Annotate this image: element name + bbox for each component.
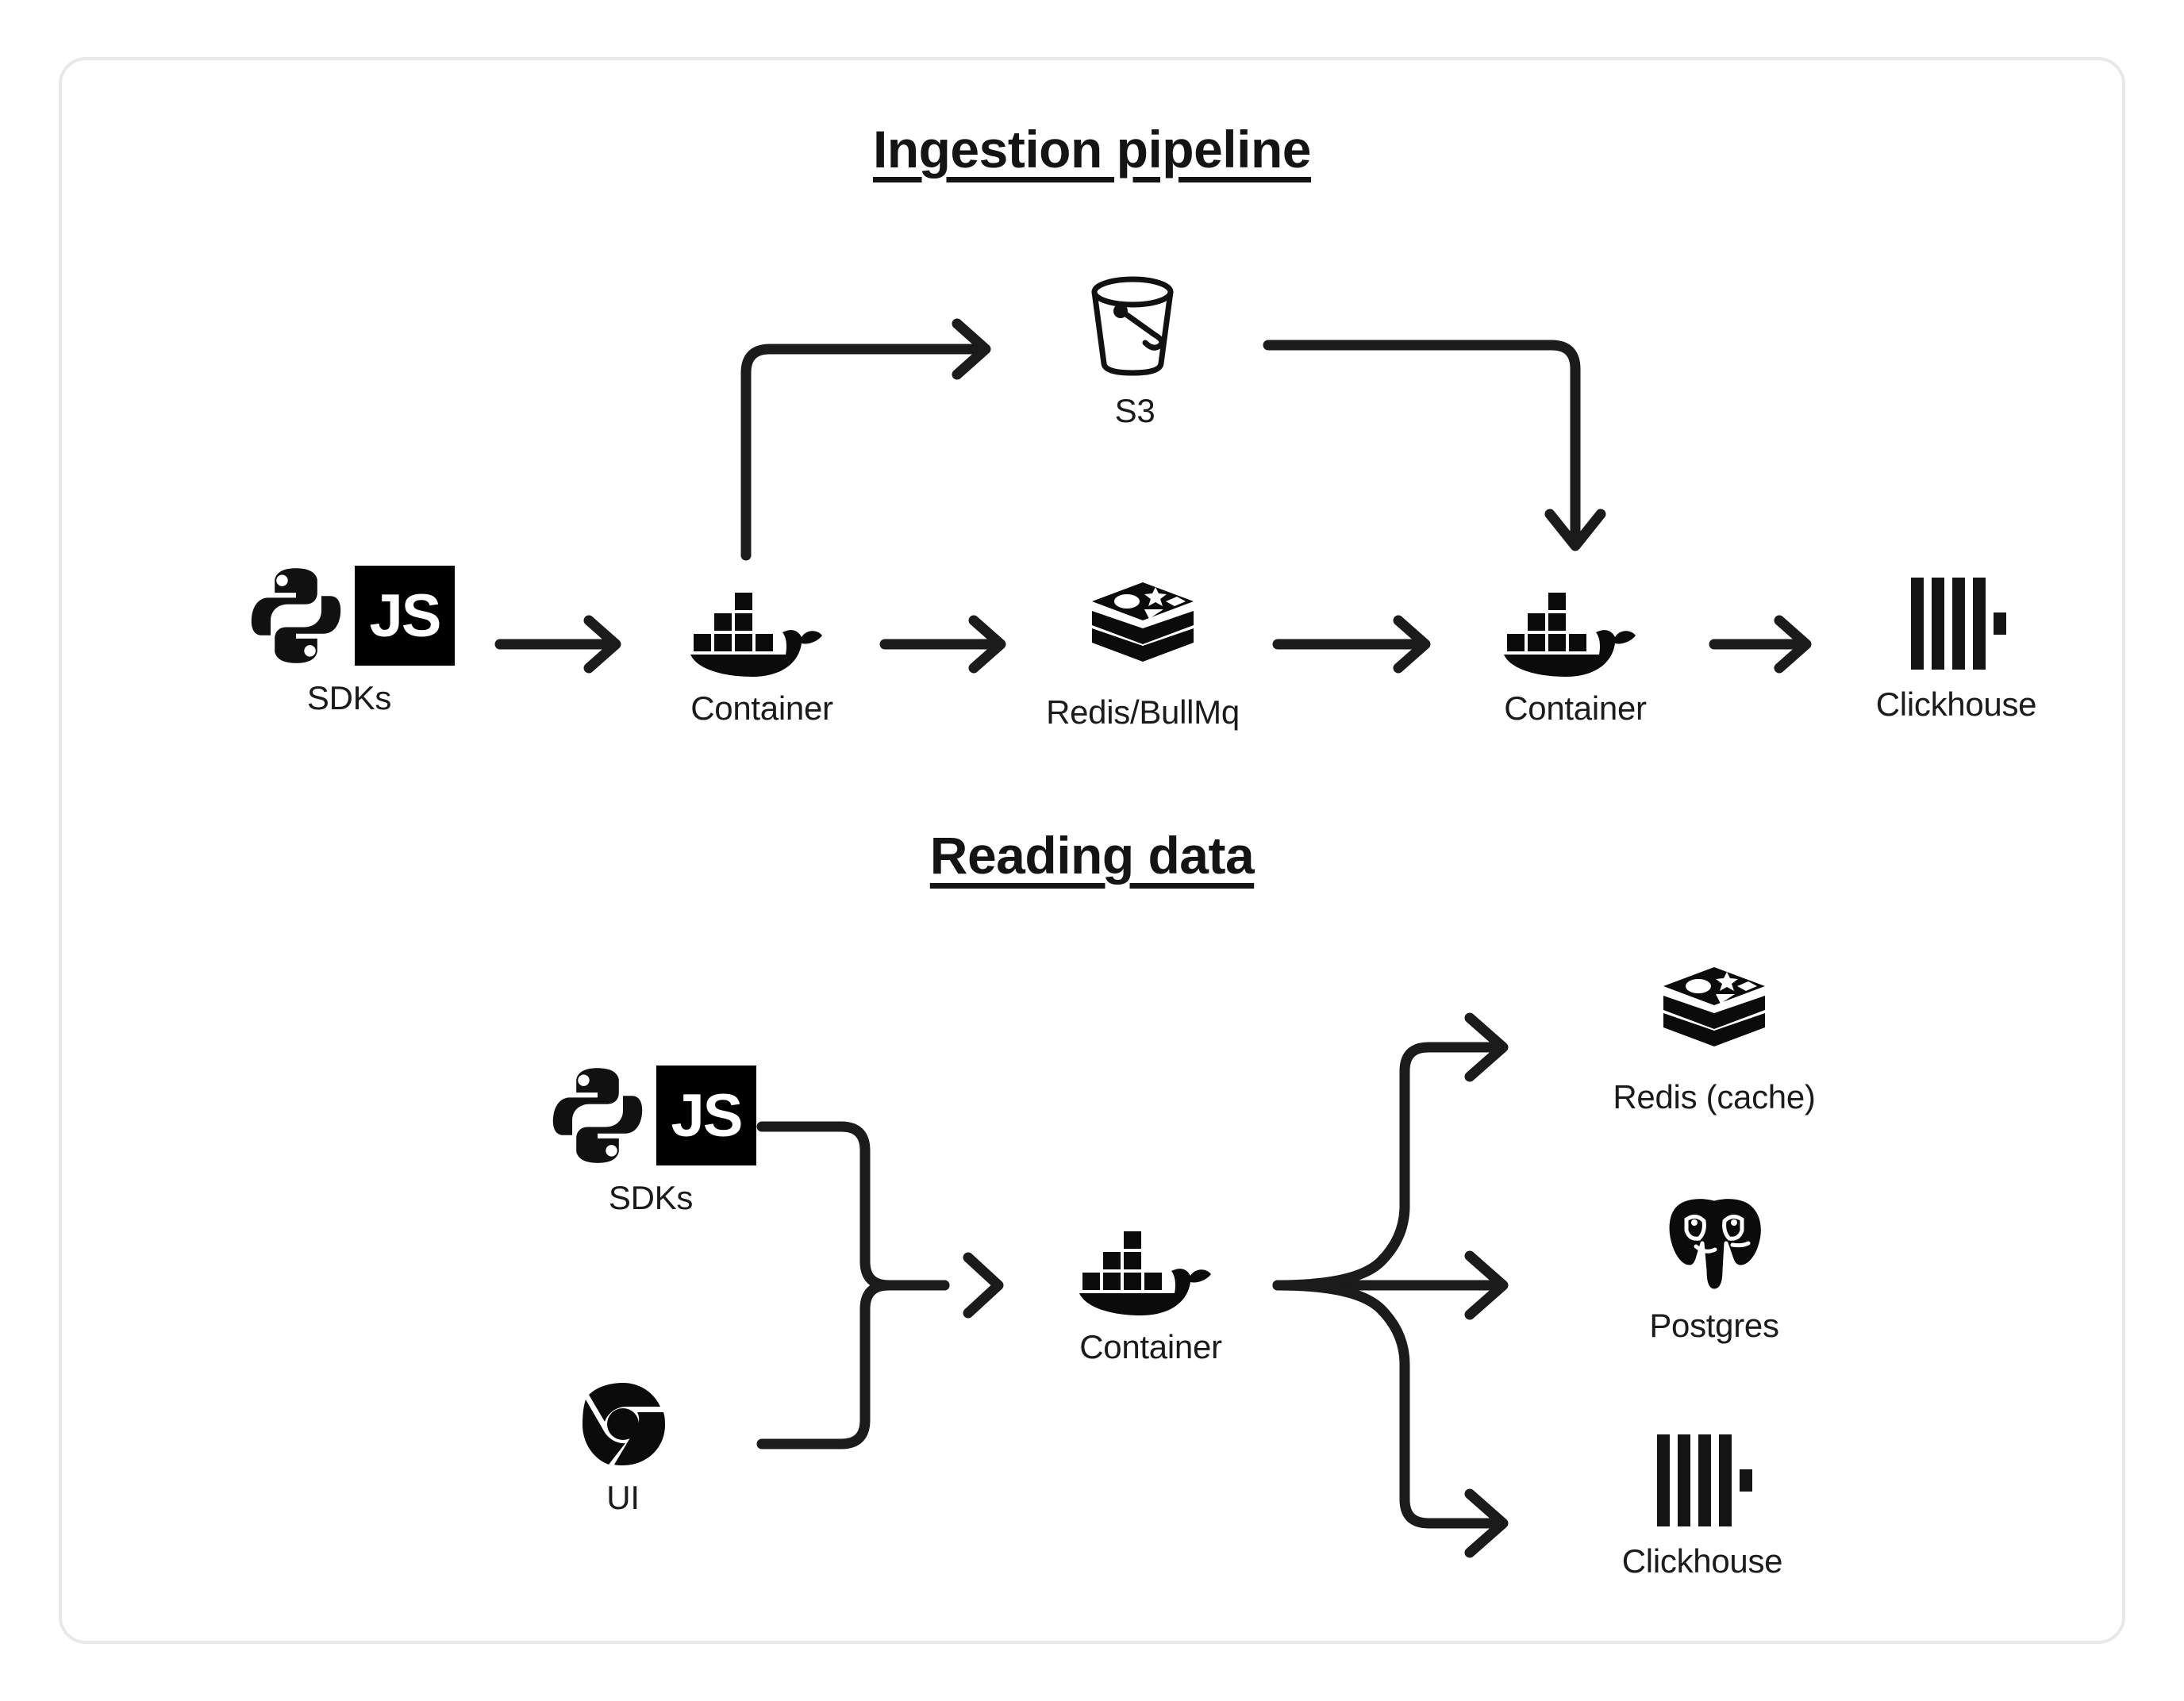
node-ui[interactable]: UI <box>548 1380 698 1517</box>
python-js-icon: JS <box>244 563 455 668</box>
node-clickhouse-read[interactable]: Clickhouse <box>1567 1428 1837 1580</box>
docker-icon <box>690 583 833 678</box>
node-label-ui: UI <box>606 1479 640 1516</box>
clickhouse-icon <box>1905 571 2008 674</box>
python-icon <box>251 568 341 663</box>
node-label-container-1: Container <box>690 689 833 727</box>
node-label-clickhouse: Clickhouse <box>1875 685 2037 723</box>
node-container-2[interactable]: Container <box>1448 583 1702 728</box>
node-label-sdks: SDKs <box>306 679 392 716</box>
node-label-clickhouse-read: Clickhouse <box>1621 1542 1783 1580</box>
node-label-postgres: Postgres <box>1649 1307 1779 1344</box>
node-label-s3: S3 <box>1114 392 1155 429</box>
bucket-icon <box>1083 270 1186 381</box>
js-badge-text: JS <box>369 582 442 650</box>
node-redis-bullmq[interactable]: Redis/BullMq <box>1008 579 1278 731</box>
node-redis-cache[interactable]: Redis (cache) <box>1555 964 1873 1116</box>
chrome-icon <box>579 1380 667 1468</box>
node-container-read[interactable]: Container <box>1024 1222 1278 1366</box>
node-clickhouse[interactable]: Clickhouse <box>1825 571 2087 724</box>
javascript-icon: JS <box>656 1066 756 1165</box>
python-icon <box>552 1068 643 1163</box>
redis-icon <box>1659 964 1770 1067</box>
redis-icon <box>1087 579 1198 682</box>
section-title-reading: Reading data <box>929 826 1255 885</box>
section-title-ingestion: Ingestion pipeline <box>872 120 1312 179</box>
node-label-redis-bullmq: Redis/BullMq <box>1046 693 1240 731</box>
node-sdks[interactable]: JS SDKs <box>222 563 476 717</box>
js-badge-text: JS <box>671 1081 744 1150</box>
node-s3[interactable]: S3 <box>1024 270 1246 430</box>
docker-icon <box>1504 583 1647 678</box>
node-label-container-read: Container <box>1079 1328 1222 1365</box>
node-label-redis-cache: Redis (cache) <box>1613 1078 1816 1115</box>
docker-icon <box>1079 1222 1222 1317</box>
postgres-icon <box>1663 1194 1766 1296</box>
node-container-1[interactable]: Container <box>635 583 889 728</box>
node-label-container-2: Container <box>1504 689 1647 727</box>
node-label-sdks-read: SDKs <box>608 1179 694 1216</box>
node-postgres[interactable]: Postgres <box>1579 1194 1849 1345</box>
python-js-icon: JS <box>545 1063 756 1168</box>
javascript-icon: JS <box>355 566 455 666</box>
clickhouse-icon <box>1651 1428 1754 1531</box>
diagram-card <box>59 57 2125 1644</box>
node-sdks-read[interactable]: JS SDKs <box>524 1063 778 1217</box>
